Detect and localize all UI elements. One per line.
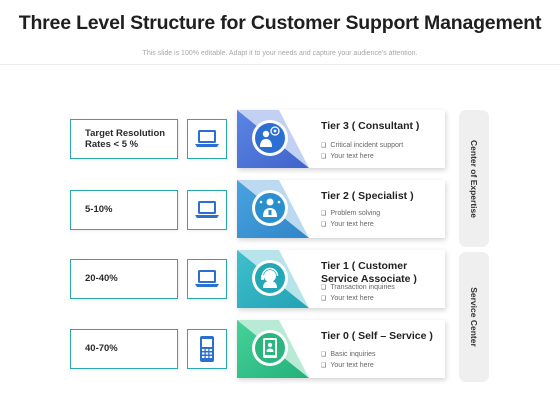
tier-card: Tier 2 ( Specialist ) Problem solving Yo… bbox=[237, 180, 445, 238]
tier-title: Tier 3 ( Consultant ) bbox=[321, 120, 420, 132]
side-label: Center of Expertise bbox=[469, 139, 479, 218]
rate-box: 5-10% bbox=[70, 190, 178, 230]
tier-card: Tier 3 ( Consultant ) Critical incident … bbox=[237, 110, 445, 168]
rate-box: 40-70% bbox=[70, 329, 178, 369]
laptop-icon bbox=[187, 119, 227, 159]
mobile-phone-icon bbox=[187, 329, 227, 369]
tier-card: Tier 0 ( Self – Service ) Basic inquirie… bbox=[237, 320, 445, 378]
self-service-icon bbox=[252, 330, 288, 366]
headset-agent-icon bbox=[252, 260, 288, 296]
tier-bullet: Critical incident support bbox=[321, 141, 443, 152]
tier-card: Tier 1 ( Customer Service Associate ) Tr… bbox=[237, 250, 445, 308]
slide-subtitle: This slide is 100% editable. Adapt it to… bbox=[142, 50, 418, 57]
tier-bullet: Basic inquiries bbox=[321, 350, 443, 361]
tier-bullet: Your text here bbox=[321, 294, 443, 305]
laptop-icon bbox=[187, 259, 227, 299]
tier-bullet: Your text here bbox=[321, 361, 443, 372]
rate-box: Target Resolution Rates < 5 % bbox=[70, 119, 178, 159]
tier-bullet: Your text here bbox=[321, 220, 443, 231]
side-panel-center-of-expertise: Center of Expertise bbox=[459, 110, 489, 247]
tier-bullet: Problem solving bbox=[321, 209, 443, 220]
tier-title: Tier 0 ( Self – Service ) bbox=[321, 330, 433, 342]
specialist-icon bbox=[252, 190, 288, 226]
title-divider bbox=[0, 64, 560, 65]
tier-bullet: Your text here bbox=[321, 152, 443, 163]
slide-title: Three Level Structure for Customer Suppo… bbox=[18, 12, 542, 34]
rate-box: 20-40% bbox=[70, 259, 178, 299]
side-panel-service-center: Service Center bbox=[459, 252, 489, 382]
tier-bullet: Transaction inquiries bbox=[321, 283, 443, 294]
side-label: Service Center bbox=[469, 287, 479, 347]
tier-title: Tier 2 ( Specialist ) bbox=[321, 190, 414, 202]
laptop-icon bbox=[187, 190, 227, 230]
consultant-icon bbox=[252, 120, 288, 156]
